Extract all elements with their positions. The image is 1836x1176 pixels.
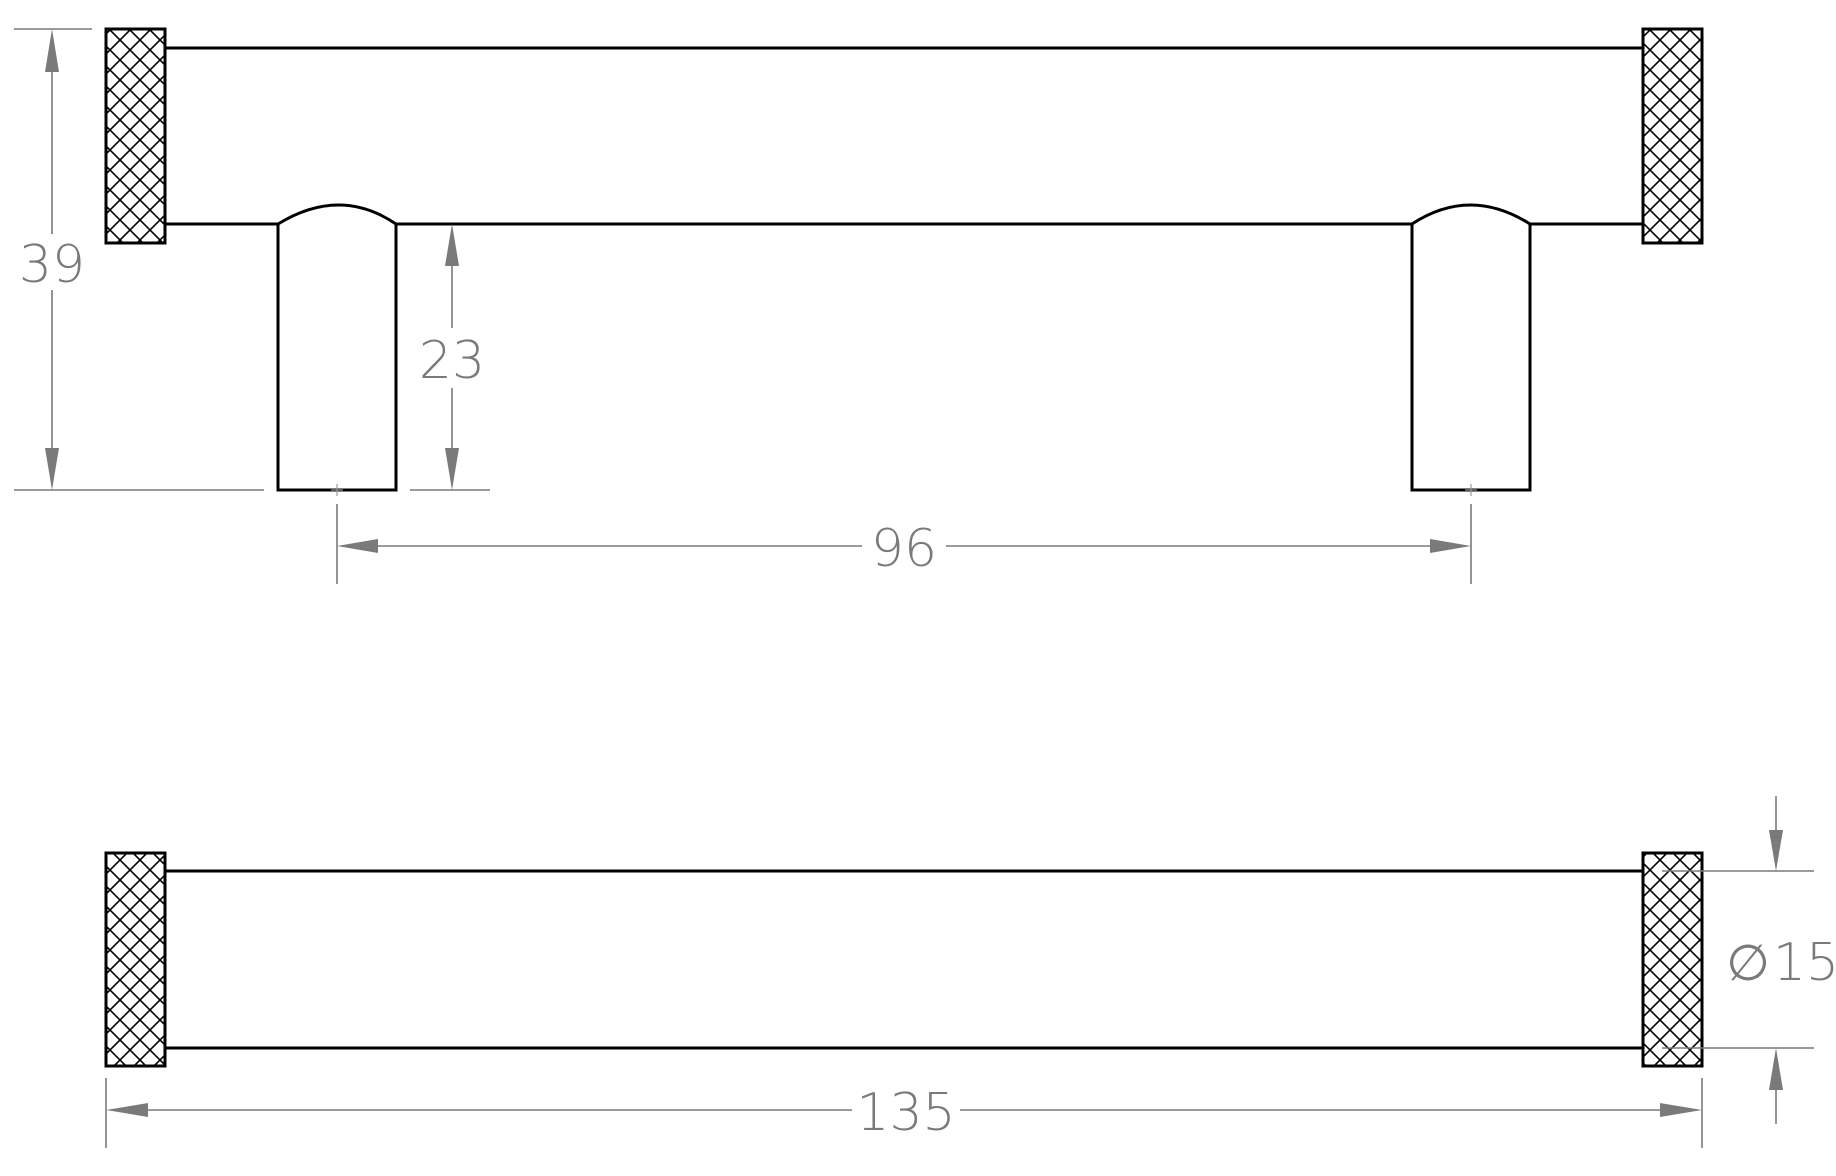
dimension-overall-height: 39 <box>14 28 264 491</box>
top-view-end-cap-left <box>104 851 167 1068</box>
dimension-overall-length-label: 135 <box>856 1083 955 1143</box>
top-view-end-cap-right <box>1641 851 1704 1068</box>
dimension-center-to-center-label: 96 <box>871 519 937 579</box>
post-left <box>276 203 398 492</box>
dimension-center-to-center: 96 <box>336 504 1472 584</box>
dimension-overall-height-label: 39 <box>19 235 85 295</box>
dimension-diameter: ∅ 15 <box>1662 796 1836 1124</box>
end-cap-right <box>1641 27 1704 245</box>
end-cap-left <box>104 27 167 245</box>
post-right <box>1410 203 1532 492</box>
side-view: 39 23 96 <box>14 27 1704 584</box>
center-mark-left <box>331 484 343 496</box>
dimension-diameter-label: 15 <box>1773 933 1836 993</box>
dimension-post-height-label: 23 <box>419 331 485 391</box>
center-mark-right <box>1465 484 1477 496</box>
dimension-overall-length: 135 <box>105 1078 1703 1148</box>
diameter-symbol-icon: ∅ <box>1726 934 1770 992</box>
dimension-post-height: 23 <box>410 224 490 491</box>
top-view: 135 ∅ 15 <box>104 796 1836 1148</box>
